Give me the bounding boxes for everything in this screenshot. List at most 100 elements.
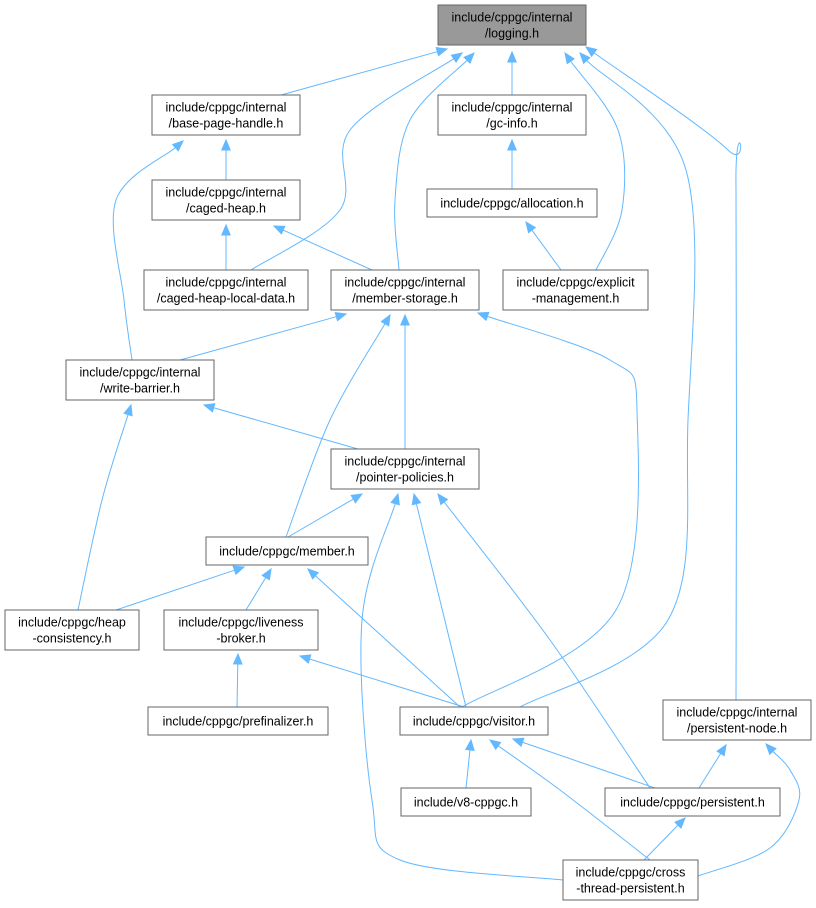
node-label-line: include/cppgc/prefinalizer.h bbox=[163, 715, 314, 729]
edge-line bbox=[593, 52, 742, 701]
edge-line bbox=[461, 315, 639, 708]
arrow-head bbox=[584, 46, 598, 58]
arrow-head bbox=[307, 568, 320, 580]
arrow-head bbox=[564, 51, 576, 65]
node-caged-heap[interactable]: include/cppgc/internal/caged-heap.h bbox=[151, 179, 301, 221]
node-heap-consistency[interactable]: include/cppgc/heap -consistency.h bbox=[4, 609, 140, 651]
edge-base-page-handle-to-logging bbox=[280, 47, 449, 96]
node-visitor[interactable]: include/cppgc/visitor.h bbox=[399, 706, 549, 736]
edge-line bbox=[115, 569, 235, 611]
edge-line bbox=[443, 501, 651, 789]
node-box bbox=[426, 188, 598, 218]
node-gc-info[interactable]: include/cppgc/internal/gc-info.h bbox=[437, 94, 587, 136]
edge-line bbox=[465, 749, 471, 789]
node-label-line: /member-storage.h bbox=[352, 292, 458, 306]
node-allocation[interactable]: include/cppgc/allocation.h bbox=[426, 188, 598, 218]
node-box bbox=[399, 706, 549, 736]
node-member[interactable]: include/cppgc/member.h bbox=[205, 536, 369, 566]
edge-line bbox=[250, 58, 455, 271]
arrow-head bbox=[437, 492, 449, 506]
node-box bbox=[502, 269, 649, 311]
edge-persistent-to-pointer-policies bbox=[437, 492, 651, 789]
node-label-line: include/v8-cppgc.h bbox=[414, 796, 518, 810]
node-label-line: include/cppgc/allocation.h bbox=[440, 197, 583, 211]
arrow-head bbox=[435, 47, 449, 57]
edge-visitor-to-member-storage bbox=[461, 311, 639, 708]
edge-cross-thread-persistent-to-visitor bbox=[488, 739, 651, 861]
edge-line bbox=[245, 577, 267, 611]
edge-write-barrier-to-base-page-handle bbox=[112, 140, 184, 361]
arrow-head bbox=[511, 737, 525, 748]
node-label-line: /gc-info.h bbox=[486, 117, 537, 131]
node-label-line: include/cppgc/internal bbox=[166, 101, 287, 115]
arrow-head bbox=[476, 311, 490, 322]
node-label-line: include/cppgc/internal bbox=[452, 11, 573, 25]
edge-visitor-to-member bbox=[307, 568, 461, 708]
edge-liveness-broker-to-member bbox=[245, 567, 272, 611]
node-cross-thread-persistent[interactable]: include/cppgc/cross-thread-persistent.h bbox=[562, 859, 699, 901]
node-label-line: include/cppgc/liveness bbox=[178, 616, 303, 630]
node-box bbox=[163, 609, 319, 651]
arrow-head bbox=[232, 652, 243, 665]
node-label-line: include/cppgc/member.h bbox=[219, 545, 355, 559]
arrow-head bbox=[579, 52, 591, 65]
node-box bbox=[4, 609, 140, 651]
arrow-head bbox=[202, 403, 216, 413]
node-label-line: /pointer-policies.h bbox=[356, 471, 454, 485]
arrow-head bbox=[400, 313, 410, 326]
edge-persistent-node-to-logging bbox=[584, 46, 742, 701]
node-prefinalizer[interactable]: include/cppgc/prefinalizer.h bbox=[147, 706, 329, 736]
arrow-head bbox=[221, 138, 231, 151]
node-caged-heap-local-data[interactable]: include/cppgc/internal/caged-heap-local-… bbox=[143, 269, 309, 311]
edge-visitor-to-pointer-policies bbox=[411, 492, 467, 708]
node-pointer-policies[interactable]: include/cppgc/internal/pointer-policies.… bbox=[330, 448, 480, 490]
node-label-line: include/cppgc/internal bbox=[452, 101, 573, 115]
arrow-head bbox=[171, 140, 184, 152]
edge-allocation-to-gc-info bbox=[507, 138, 517, 189]
node-label-line: -consistency.h bbox=[33, 632, 112, 646]
edge-line bbox=[570, 60, 626, 271]
edge-explicit-management-to-allocation bbox=[525, 220, 562, 271]
nodes-layer: include/cppgc/internal/logging.h include/… bbox=[4, 4, 812, 901]
arrow-head bbox=[272, 225, 286, 235]
arrow-head bbox=[411, 492, 422, 506]
node-base-page-handle[interactable]: include/cppgc/internal/base-page-handle.… bbox=[151, 94, 301, 136]
node-label-line: include/cppgc/explicit bbox=[516, 276, 635, 290]
node-label-line: /write-barrier.h bbox=[100, 382, 180, 396]
arrow-head bbox=[507, 50, 517, 63]
arrow-head bbox=[380, 313, 391, 327]
arrow-head bbox=[488, 739, 502, 751]
node-label-line: include/cppgc/heap bbox=[18, 616, 126, 630]
node-persistent[interactable]: include/cppgc/persistent.h bbox=[604, 787, 781, 817]
node-liveness-broker[interactable]: include/cppgc/liveness -broker.h bbox=[163, 609, 319, 651]
node-v8-cppgc[interactable]: include/v8-cppgc.h bbox=[400, 787, 532, 817]
node-label-line: /base-page-handle.h bbox=[169, 117, 284, 131]
node-member-storage[interactable]: include/cppgc/internal/member-storage.h bbox=[330, 269, 480, 311]
edge-line bbox=[519, 60, 696, 708]
arrow-head bbox=[765, 743, 777, 756]
edge-line bbox=[394, 59, 468, 271]
node-box bbox=[151, 94, 301, 136]
arrow-head bbox=[221, 223, 231, 236]
node-label-line: -broker.h bbox=[216, 632, 265, 646]
edge-line bbox=[309, 658, 465, 708]
edge-line bbox=[287, 498, 354, 538]
node-label-line: /logging.h bbox=[485, 27, 539, 41]
arrow-head bbox=[525, 220, 537, 234]
edge-member-to-pointer-policies bbox=[287, 493, 364, 538]
edge-line bbox=[285, 323, 386, 538]
node-explicit-management[interactable]: include/cppgc/explicit-management.h bbox=[502, 269, 649, 311]
node-box bbox=[662, 699, 812, 741]
edge-cross-thread-persistent-to-persistent-node bbox=[697, 743, 801, 877]
edge-line bbox=[643, 824, 679, 861]
edge-line bbox=[213, 407, 359, 450]
edge-pointer-policies-to-write-barrier bbox=[202, 403, 359, 450]
edge-caged-heap-to-base-page-handle bbox=[221, 138, 231, 180]
edge-gc-info-to-logging bbox=[507, 50, 517, 95]
arrow-head bbox=[716, 743, 727, 757]
node-write-barrier[interactable]: include/cppgc/internal/write-barrier.h bbox=[65, 359, 215, 401]
node-box bbox=[562, 859, 699, 901]
edge-heap-consistency-to-member bbox=[115, 565, 246, 611]
node-persistent-node[interactable]: include/cppgc/internal/persistent-node.h bbox=[662, 699, 812, 741]
